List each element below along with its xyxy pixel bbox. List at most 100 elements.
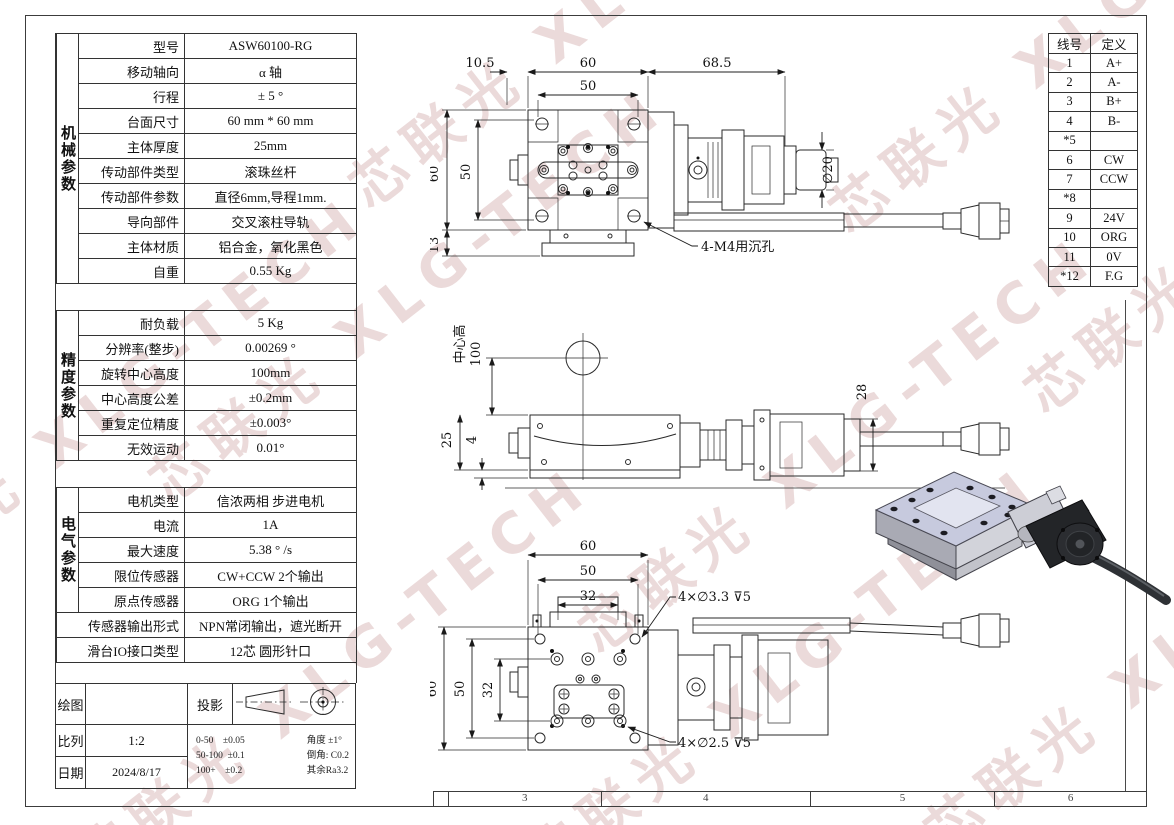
draw-label: 绘图 [55, 683, 86, 725]
wire-def: CCW [1090, 169, 1138, 190]
spec-value: 0.01° [184, 435, 357, 461]
wire-no: *12 [1048, 266, 1091, 287]
dimension-label: 4 [465, 436, 480, 444]
spec-value: 5 Kg [184, 310, 357, 336]
table-row: *8 [1048, 188, 1138, 210]
spec-value: 0.55 Kg [184, 258, 357, 284]
spec-label: 电流 [78, 512, 185, 538]
frame-inner-line [1125, 300, 1126, 791]
spec-value: 1A [184, 512, 357, 538]
dimension-label: 28 [855, 384, 870, 401]
wire-no: 10 [1048, 227, 1091, 248]
spec-label: 移动轴向 [78, 58, 185, 84]
table-row: 传动部件类型滚珠丝杆 [57, 158, 357, 184]
zone-label: 3 [447, 792, 601, 806]
wire-def: F.G [1090, 266, 1138, 287]
tolerance-general-list: 角度 ±1° 倒角: C0.2 其余Ra3.2 [306, 736, 349, 776]
cable-and-connector [692, 613, 1010, 648]
wire-def: 24V [1090, 208, 1138, 229]
table-row: 重复定位精度±0.003° [57, 410, 357, 436]
spec-label: 滑台IO接口类型 [56, 637, 185, 663]
spec-value: CW+CCW 2个输出 [184, 562, 357, 588]
bottom-view-drawing: 60 50 32 60 50 32 4×∅3.3 ⊽5 4×∅2.5 ⊽5 [430, 539, 1010, 751]
wire-no: 4 [1048, 111, 1091, 132]
projection-label: 投影 [187, 683, 233, 725]
wire-no: 3 [1048, 91, 1091, 113]
wire-header-def: 定义 [1090, 33, 1138, 54]
wire-no: 1 [1048, 52, 1091, 74]
product-render [874, 471, 1171, 605]
group-label: 电气参数 [56, 487, 79, 613]
group-label: 机械参数 [56, 33, 79, 284]
spec-value: 信浓两相 步进电机 [184, 487, 357, 513]
table-row: 电气参数 电机类型信浓两相 步进电机 [56, 487, 357, 613]
spec-label: 主体材质 [78, 233, 185, 259]
spec-label: 中心高度公差 [78, 385, 185, 411]
spec-value: 交叉滚柱导轨 [184, 208, 357, 234]
table-row: 绘图 投影 [55, 683, 356, 725]
spec-value: 直径6mm,导程1mm. [184, 183, 357, 209]
side-view-drawing: 中心高 100 25 4 28 [440, 324, 1010, 490]
spec-label: 限位传感器 [78, 562, 185, 588]
wire-def: A+ [1090, 52, 1138, 74]
wire-def: 0V [1090, 246, 1138, 268]
dimension-label: 50 [580, 79, 597, 94]
wire-def: B- [1090, 111, 1138, 132]
dimension-label: 25 [440, 432, 455, 449]
spec-label: 旋转中心高度 [78, 360, 185, 386]
table-row: 主体材质铝合金，氧化黑色 [57, 233, 357, 259]
spec-label: 耐负载 [78, 310, 185, 336]
dimension-label: 10.5 [466, 56, 495, 71]
spec-value: 0.00269 ° [184, 335, 357, 361]
scale-value: 1:2 [85, 724, 188, 757]
dimension-label: 中心高 [452, 324, 468, 363]
mount-holes [534, 633, 641, 744]
spec-label: 传动部件参数 [78, 183, 185, 209]
spec-label: 行程 [78, 83, 185, 109]
spec-label: 型号 [78, 33, 185, 59]
callout-label: 4×∅3.3 ⊽5 [678, 590, 751, 605]
spec-label: 重复定位精度 [78, 410, 185, 436]
dimension-label: 50 [453, 681, 468, 698]
spec-value: NPN常闭输出，遮光断开 [184, 612, 357, 638]
callout-label: 4-M4用沉孔 [701, 240, 774, 255]
wire-no: 9 [1048, 208, 1091, 229]
spec-value: 滚珠丝杆 [184, 158, 357, 184]
dimension-label: 50 [580, 564, 597, 579]
dimension-label: 60 [430, 681, 440, 698]
title-block: 绘图 投影 比列 1:2 0-50 ±0.05 50- [55, 683, 356, 789]
spec-value: 100mm [184, 360, 357, 386]
tolerance-size-list: 0-50 ±0.05 50-100 ±0.1 100+ ±0.2 [196, 736, 245, 776]
projection-symbol [236, 687, 346, 717]
wire-def [1090, 188, 1138, 210]
spec-label: 原点传感器 [78, 587, 185, 613]
wire-no: 11 [1048, 246, 1091, 268]
zone-strip: 3 4 5 6 [433, 791, 1147, 806]
cable-and-connector [859, 422, 1010, 456]
spec-value: ORG 1个输出 [184, 587, 357, 613]
draw-value [85, 683, 188, 725]
spec-value: ASW60100-RG [184, 33, 357, 59]
scale-label: 比列 [55, 724, 86, 757]
zone-label: 4 [600, 792, 810, 806]
center-block-screws [566, 145, 610, 195]
spec-label: 传感器输出形式 [56, 612, 185, 638]
dimension-label: 50 [459, 164, 474, 181]
spec-value: 铝合金，氧化黑色 [184, 233, 357, 259]
